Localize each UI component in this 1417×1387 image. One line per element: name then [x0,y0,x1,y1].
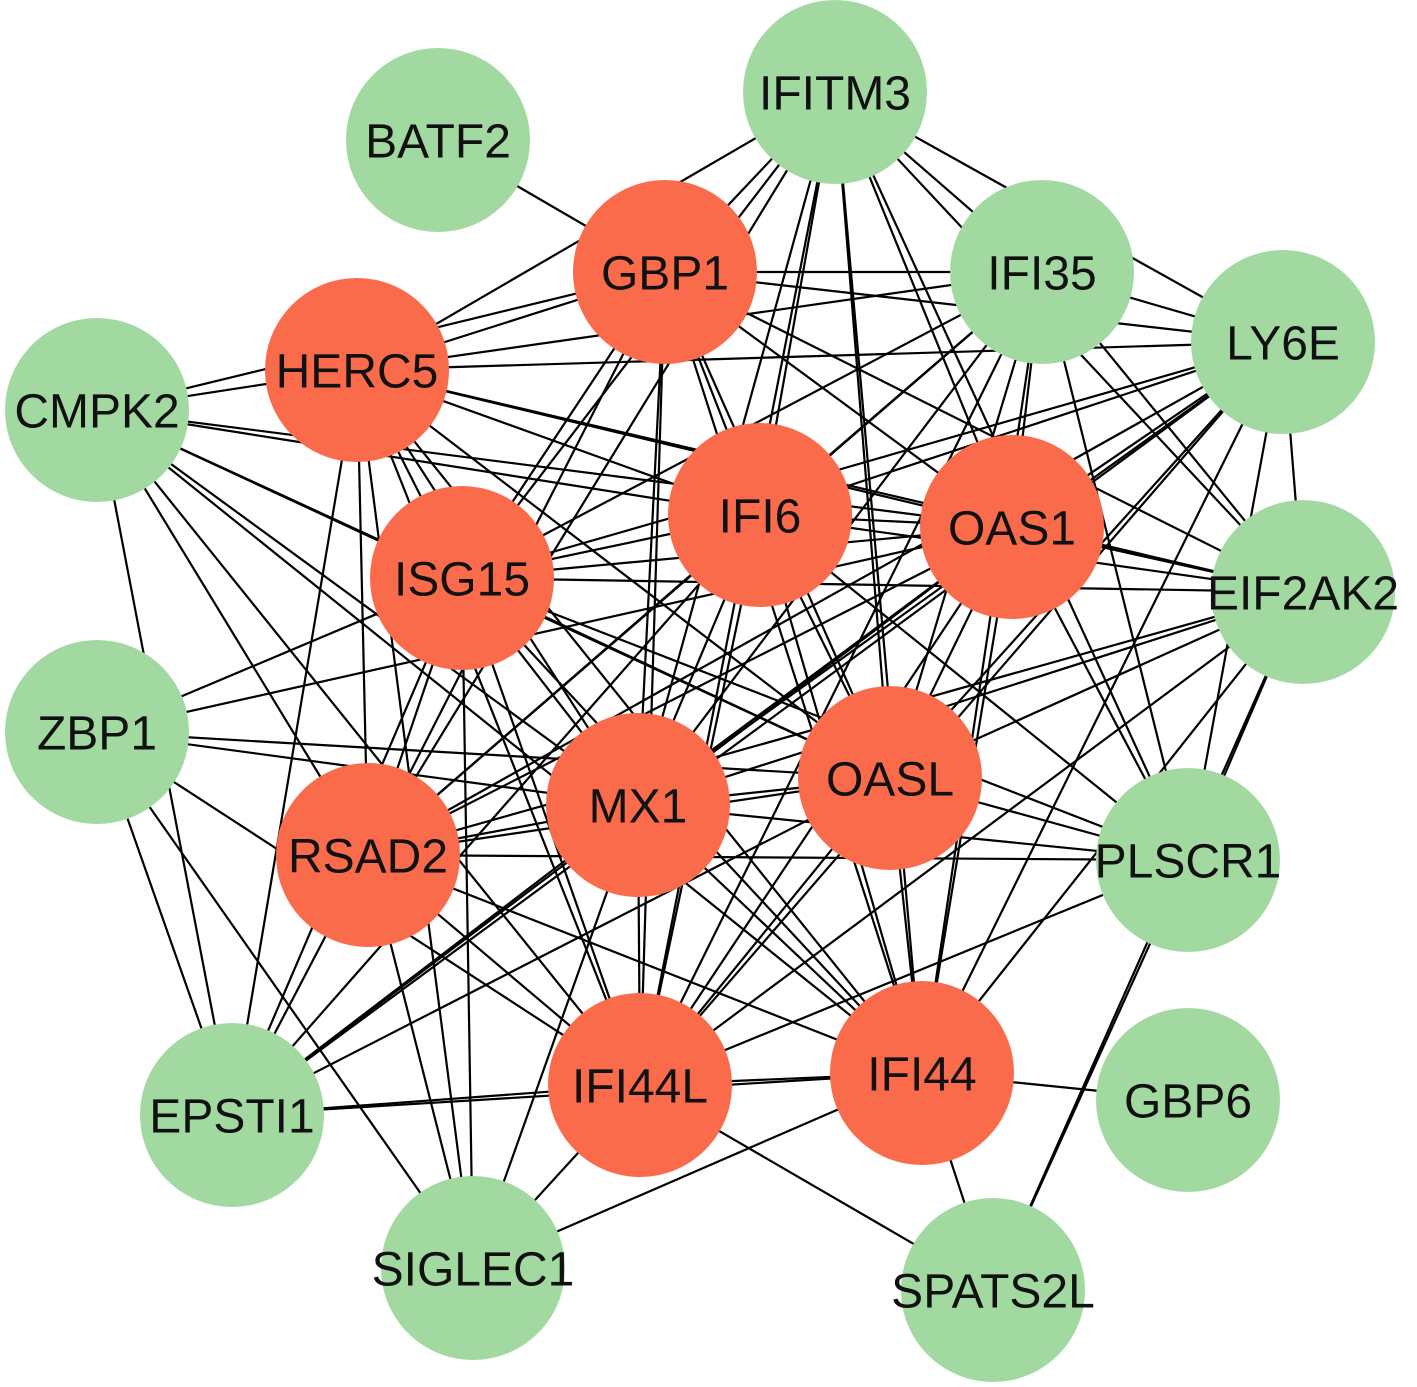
node-cmpk2: CMPK2 [5,318,189,502]
node-oas1: OAS1 [920,435,1104,619]
node-circle-oasl [798,686,982,870]
node-label-batf2: BATF2 [365,116,511,169]
edge-ly6e-epsti1 [231,341,1284,1116]
node-circle-spats2l [901,1198,1085,1382]
node-label-ifi44: IFI44 [867,1049,976,1102]
node-gbp6: GBP6 [1096,1008,1280,1192]
edge-zbp1-oas1 [96,525,1013,734]
edge-epsti1-oasl [231,777,891,1116]
node-label-eif2ak2: EIF2AK2 [1207,568,1399,621]
node-plscr1: PLSCR1 [1095,768,1282,952]
node-circle-gbp6 [1096,1008,1280,1192]
node-circle-gbp1 [573,180,757,364]
node-eif2ak2: EIF2AK2 [1207,500,1399,684]
edge-cmpk2-ifi6 [96,408,761,517]
node-ifitm3: IFITM3 [743,0,927,184]
node-circle-zbp1 [5,640,189,824]
node-circle-oas1 [920,435,1104,619]
node-label-herc5: HERC5 [276,346,439,399]
edge-eif2ak2-isg15 [461,576,1304,594]
node-circle-ly6e [1191,250,1375,434]
node-circle-eif2ak2 [1211,500,1395,684]
edge-epsti1-ifi6 [231,514,761,1116]
edge-ly6e-isg15 [461,340,1284,580]
edge-cmpk2-mx1 [96,409,639,806]
edge-herc5-ifi44l [355,369,642,1086]
node-circle-siglec1 [381,1176,565,1360]
node-rsad2: RSAD2 [276,763,460,947]
edge-oas1-rsad2 [367,526,1013,856]
node-batf2: BATF2 [346,48,530,232]
node-label-siglec1: SIGLEC1 [372,1244,575,1297]
edge-gbp1-ifi44 [663,271,924,1074]
node-ly6e: LY6E [1191,250,1375,434]
edge-ifitm3-ifi44 [833,91,924,1074]
edge-zbp1-oasl [96,730,891,780]
node-circle-isg15 [370,486,554,670]
node-label-ifi44l: IFI44L [572,1061,708,1114]
node-zbp1: ZBP1 [5,640,189,824]
edge-cmpk2-oas1 [96,408,1013,529]
node-label-mx1: MX1 [589,781,688,834]
node-mx1: MX1 [546,713,730,897]
node-isg15: ISG15 [370,486,554,670]
node-circle-ifi6 [668,423,852,607]
edge-gbp1-ifi44l [638,271,667,1086]
node-label-zbp1: ZBP1 [37,708,157,761]
node-ifi44: IFI44 [830,981,1014,1165]
edge-siglec1-isg15 [460,577,475,1269]
node-label-rsad2: RSAD2 [288,831,448,884]
node-label-plscr1: PLSCR1 [1095,836,1282,889]
node-epsti1: EPSTI1 [140,1023,324,1207]
node-spats2l: SPATS2L [891,1198,1095,1382]
node-label-spats2l: SPATS2L [891,1266,1095,1319]
node-label-epsti1: EPSTI1 [149,1091,314,1144]
edge-ifi35-ifi44 [920,271,1044,1074]
edge-ly6e-herc5 [356,340,1284,372]
node-circle-ifi44l [548,993,732,1177]
node-oasl: OASL [798,686,982,870]
edge-plscr1-ifi44l [639,858,1189,1087]
node-label-ly6e: LY6E [1226,318,1340,371]
node-ifi35: IFI35 [950,180,1134,364]
node-label-gbp1: GBP1 [601,248,729,301]
edge-zbp1-siglec1 [96,731,474,1269]
edge-cmpk2-ifi44 [96,409,923,1074]
node-label-ifi35: IFI35 [987,248,1096,301]
node-circle-herc5 [265,278,449,462]
edge-herc5-oasl [356,369,891,779]
node-circle-plscr1 [1096,768,1280,952]
node-gbp1: GBP1 [573,180,757,364]
node-herc5: HERC5 [265,278,449,462]
edge-herc5-oas1 [356,368,1013,529]
node-label-ifi6: IFI6 [719,491,802,544]
node-label-oasl: OASL [826,754,954,807]
node-siglec1: SIGLEC1 [372,1176,575,1360]
node-label-isg15: ISG15 [394,554,530,607]
edge-epsti1-herc5 [230,369,359,1116]
node-circle-mx1 [546,713,730,897]
edge-ly6e-ifi44 [921,341,1284,1074]
node-circle-ifi35 [950,180,1134,364]
node-circle-batf2 [346,48,530,232]
node-circle-cmpk2 [5,318,189,502]
node-circle-epsti1 [140,1023,324,1207]
node-ifi44l: IFI44L [548,993,732,1177]
node-label-cmpk2: CMPK2 [14,386,179,439]
node-circle-ifi44 [830,981,1014,1165]
edge-plscr1-rsad2 [367,853,1189,862]
node-circle-rsad2 [276,763,460,947]
node-circle-ifitm3 [743,0,927,184]
node-label-oas1: OAS1 [948,503,1076,556]
edge-rsad2-ifi44 [367,853,923,1075]
edge-eif2ak2-gbp1 [664,271,1304,593]
node-ifi6: IFI6 [668,423,852,607]
edge-ly6e-ifi44l [639,341,1284,1086]
edge-ly6e-rsad2 [367,341,1284,856]
node-label-gbp6: GBP6 [1124,1076,1252,1129]
node-label-ifitm3: IFITM3 [759,68,911,121]
